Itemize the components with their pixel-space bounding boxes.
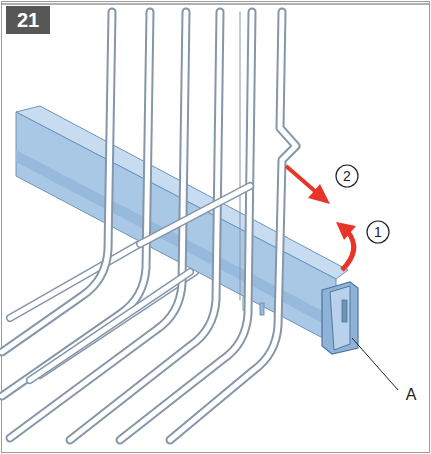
rotate-arrow: [336, 222, 356, 270]
step-tab: [6, 6, 50, 34]
callout-number: 2: [343, 169, 351, 183]
step-number: 21: [17, 10, 39, 30]
callout-circle: [367, 221, 389, 243]
leader-line: [352, 338, 398, 390]
part-label: A: [406, 387, 417, 403]
callout-circle: [336, 165, 358, 187]
callout-number: 1: [374, 225, 382, 239]
end-clip: [322, 282, 358, 354]
basket-tines: [2, 12, 296, 440]
pull-arrow: [286, 166, 330, 204]
top-rule: [2, 3, 429, 5]
cross-rods: [30, 186, 250, 380]
